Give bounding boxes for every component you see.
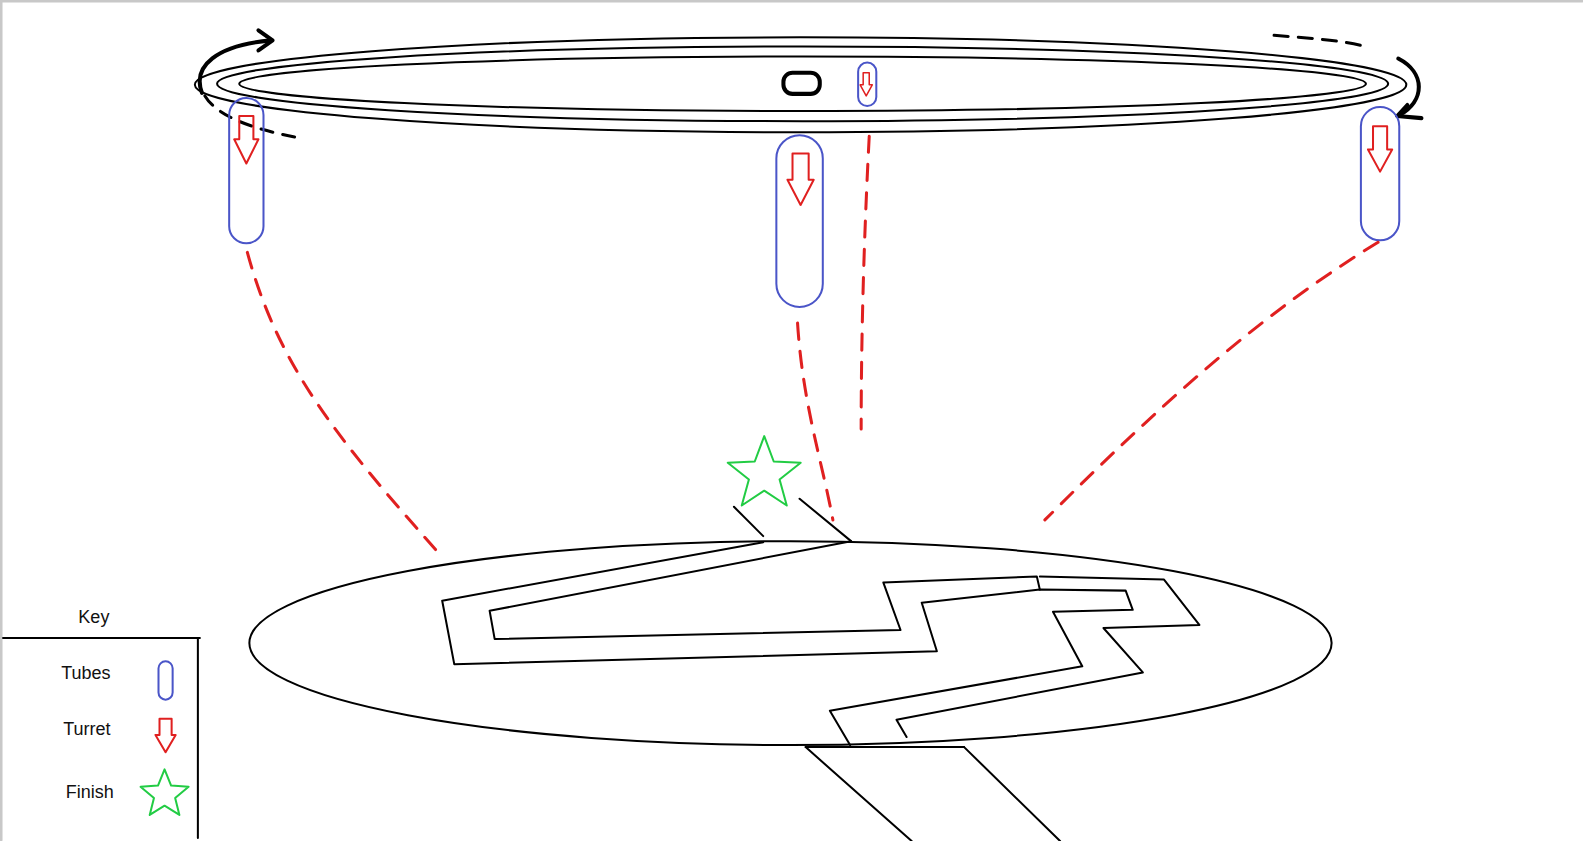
legend-tube-sample: [159, 661, 173, 699]
maze-wall: [800, 499, 851, 541]
tube: [858, 63, 876, 106]
legend-label: Finish: [66, 782, 114, 804]
fire-line: [247, 252, 436, 550]
ring-outer: [195, 37, 1406, 132]
turret: [787, 153, 813, 204]
tube: [229, 98, 263, 243]
key-title: Key: [78, 607, 109, 629]
key-frame: [3, 638, 200, 838]
fire-line: [861, 136, 869, 429]
rotation-dashed: [1274, 35, 1365, 46]
ring-middle: [217, 46, 1388, 121]
fire-line: [1045, 242, 1378, 520]
entry-path: [964, 747, 1060, 841]
maze-wall: [806, 746, 965, 748]
turret: [234, 116, 258, 163]
rotation-arrowhead: [258, 30, 272, 50]
ring-inner: [239, 57, 1366, 112]
legend-label: Tubes: [61, 664, 110, 686]
maze-wall: [896, 576, 1199, 737]
tube: [1361, 107, 1399, 240]
tube: [776, 135, 822, 307]
maze-disk: [249, 541, 1331, 745]
ring-hole: [783, 73, 819, 94]
fire-line: [798, 323, 833, 520]
rotation-arrowhead: [1397, 105, 1421, 118]
maze-wall: [490, 541, 1040, 639]
legend-finish-sample: [141, 769, 189, 815]
maze-wall: [442, 542, 1133, 745]
entry-path: [806, 747, 912, 841]
turret: [1368, 126, 1392, 171]
maze-wall: [734, 507, 763, 536]
turret: [860, 73, 872, 96]
legend-turret-sample: [155, 719, 175, 752]
legend-label: Turret: [63, 719, 110, 741]
finish-star: [728, 436, 801, 505]
